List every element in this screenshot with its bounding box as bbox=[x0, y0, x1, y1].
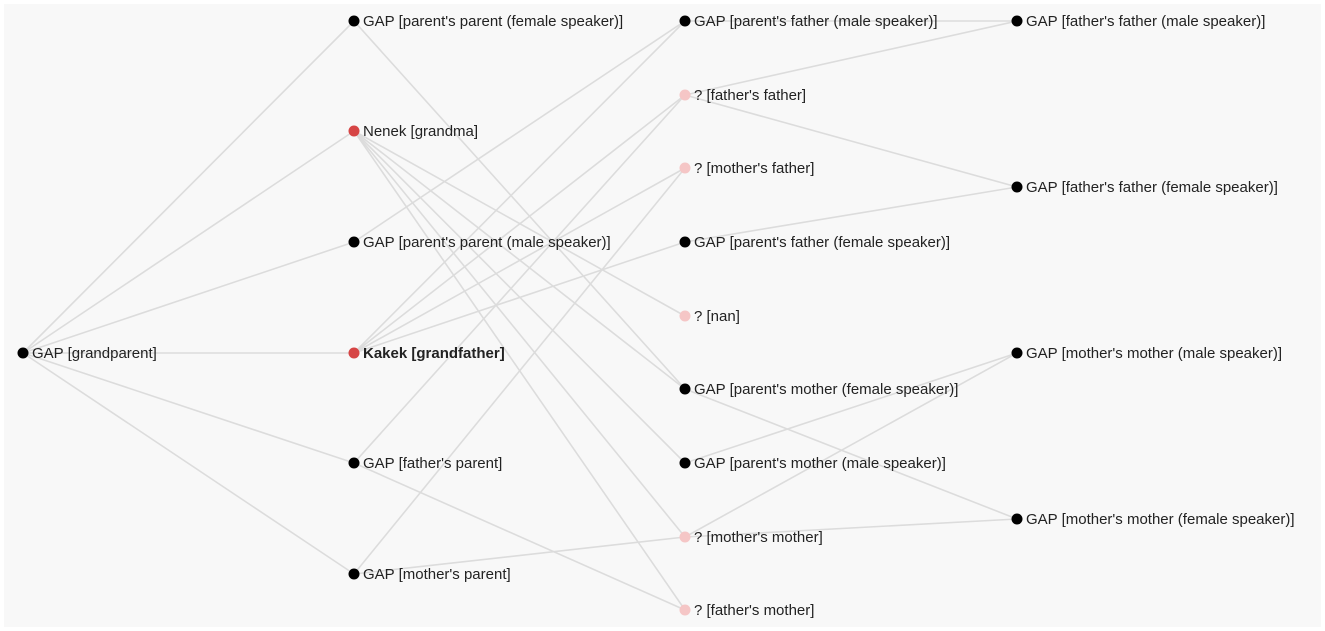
node-label: Kakek [grandfather] bbox=[363, 345, 505, 362]
node-label: GAP [mother's mother (male speaker)] bbox=[1026, 345, 1282, 362]
node-kakek[interactable]: Kakek [grandfather] bbox=[348, 345, 505, 362]
node-label: ? [father's mother] bbox=[694, 602, 814, 619]
node-marker-unknown[interactable] bbox=[679, 531, 691, 543]
node-label: GAP [parent's father (female speaker)] bbox=[694, 234, 950, 251]
edge-ppf-pmf bbox=[353, 20, 686, 390]
node-label: GAP [parent's parent (male speaker)] bbox=[363, 234, 611, 251]
edge-mp-q_mm bbox=[353, 536, 686, 575]
edge-kakek-pfm bbox=[353, 20, 686, 354]
node-marker-gap[interactable] bbox=[1011, 513, 1023, 525]
node-ffm[interactable]: GAP [father's father (male speaker)] bbox=[1011, 13, 1266, 30]
node-label: GAP [parent's mother (male speaker)] bbox=[694, 455, 946, 472]
node-marker-gap[interactable] bbox=[679, 457, 691, 469]
edge-kakek-q_mf bbox=[353, 167, 686, 354]
node-label: GAP [father's father (male speaker)] bbox=[1026, 13, 1265, 30]
node-marker-gap[interactable] bbox=[679, 15, 691, 27]
node-gp[interactable]: GAP [grandparent] bbox=[17, 345, 157, 362]
node-marker-gap[interactable] bbox=[348, 568, 360, 580]
node-fff[interactable]: GAP [father's father (female speaker)] bbox=[1011, 179, 1278, 196]
edge-nenek-q_mm bbox=[353, 130, 686, 538]
node-pff[interactable]: GAP [parent's father (female speaker)] bbox=[679, 234, 951, 251]
node-marker-unknown[interactable] bbox=[679, 162, 691, 174]
kinship-network-diagram: GAP [grandparent] GAP [parent's parent (f… bbox=[4, 4, 1321, 627]
node-ppm[interactable]: GAP [parent's parent (male speaker)] bbox=[348, 234, 611, 251]
node-label: GAP [mother's parent] bbox=[363, 566, 511, 583]
node-marker-unknown[interactable] bbox=[679, 310, 691, 322]
node-label: GAP [parent's parent (female speaker)] bbox=[363, 13, 623, 30]
node-fp[interactable]: GAP [father's parent] bbox=[348, 455, 503, 472]
node-q_mm[interactable]: ? [mother's mother] bbox=[679, 529, 823, 546]
edge-gp-ppf bbox=[22, 20, 355, 354]
edge-gp-ppm bbox=[22, 241, 355, 354]
node-marker-gap[interactable] bbox=[679, 236, 691, 248]
node-pmm[interactable]: GAP [parent's mother (male speaker)] bbox=[679, 455, 946, 472]
node-marker-gap[interactable] bbox=[348, 15, 360, 27]
edge-kakek-q_ff bbox=[353, 94, 686, 354]
node-label: GAP [grandparent] bbox=[32, 345, 157, 362]
node-marker-gap[interactable] bbox=[1011, 347, 1023, 359]
edge-gp-fp bbox=[22, 352, 355, 464]
node-marker-gap[interactable] bbox=[348, 236, 360, 248]
edge-gp-mp bbox=[22, 352, 355, 575]
node-marker-unknown[interactable] bbox=[679, 604, 691, 616]
node-label: GAP [mother's mother (female speaker)] bbox=[1026, 511, 1295, 528]
node-marker-highlight[interactable] bbox=[348, 347, 360, 359]
edge-pff-fff bbox=[684, 186, 1018, 243]
node-marker-highlight[interactable] bbox=[348, 125, 360, 137]
node-marker-gap[interactable] bbox=[679, 383, 691, 395]
node-mmf[interactable]: GAP [mother's mother (female speaker)] bbox=[1011, 511, 1295, 528]
edge-pmm-mmm bbox=[684, 352, 1018, 464]
node-marker-unknown[interactable] bbox=[679, 89, 691, 101]
node-pfm[interactable]: GAP [parent's father (male speaker)] bbox=[679, 13, 938, 30]
network-graph: GAP [grandparent] GAP [parent's parent (f… bbox=[17, 13, 1295, 619]
edge-mp-q_mf bbox=[353, 167, 686, 575]
edge-q_ff-fff bbox=[684, 94, 1018, 188]
node-label: ? [mother's father] bbox=[694, 160, 814, 177]
node-q_mf[interactable]: ? [mother's father] bbox=[679, 160, 815, 177]
node-ppf[interactable]: GAP [parent's parent (female speaker)] bbox=[348, 13, 624, 30]
edge-fp-q_ff bbox=[353, 94, 686, 464]
node-label: GAP [parent's mother (female speaker)] bbox=[694, 381, 958, 398]
node-label: Nenek [grandma] bbox=[363, 123, 478, 140]
edge-gp-nenek bbox=[22, 130, 355, 354]
node-marker-gap[interactable] bbox=[348, 457, 360, 469]
node-mmm[interactable]: GAP [mother's mother (male speaker)] bbox=[1011, 345, 1283, 362]
node-q_nan[interactable]: ? [nan] bbox=[679, 308, 740, 325]
node-pmf[interactable]: GAP [parent's mother (female speaker)] bbox=[679, 381, 959, 398]
edge-kakek-pff bbox=[353, 241, 686, 354]
node-q_ff[interactable]: ? [father's father] bbox=[679, 87, 807, 104]
node-q_fm[interactable]: ? [father's mother] bbox=[679, 602, 815, 619]
edge-q_mm-mmm bbox=[684, 352, 1018, 538]
edge-q_mm-mmf bbox=[684, 518, 1018, 538]
node-label: GAP [parent's father (male speaker)] bbox=[694, 13, 938, 30]
node-label: ? [mother's mother] bbox=[694, 529, 823, 546]
node-label: ? [father's father] bbox=[694, 87, 806, 104]
node-label: ? [nan] bbox=[694, 308, 740, 325]
node-nenek[interactable]: Nenek [grandma] bbox=[348, 123, 479, 140]
node-marker-gap[interactable] bbox=[17, 347, 29, 359]
nodes-layer: GAP [grandparent] GAP [parent's parent (f… bbox=[17, 13, 1295, 619]
node-mp[interactable]: GAP [mother's parent] bbox=[348, 566, 511, 583]
edge-fp-q_fm bbox=[353, 462, 686, 611]
edge-pmf-mmf bbox=[684, 388, 1018, 520]
edges-layer bbox=[22, 20, 1018, 611]
node-marker-gap[interactable] bbox=[1011, 15, 1023, 27]
node-label: GAP [father's father (female speaker)] bbox=[1026, 179, 1278, 196]
edge-q_ff-ffm bbox=[684, 20, 1018, 96]
node-marker-gap[interactable] bbox=[1011, 181, 1023, 193]
node-label: GAP [father's parent] bbox=[363, 455, 502, 472]
edge-ppm-pfm bbox=[353, 20, 686, 243]
